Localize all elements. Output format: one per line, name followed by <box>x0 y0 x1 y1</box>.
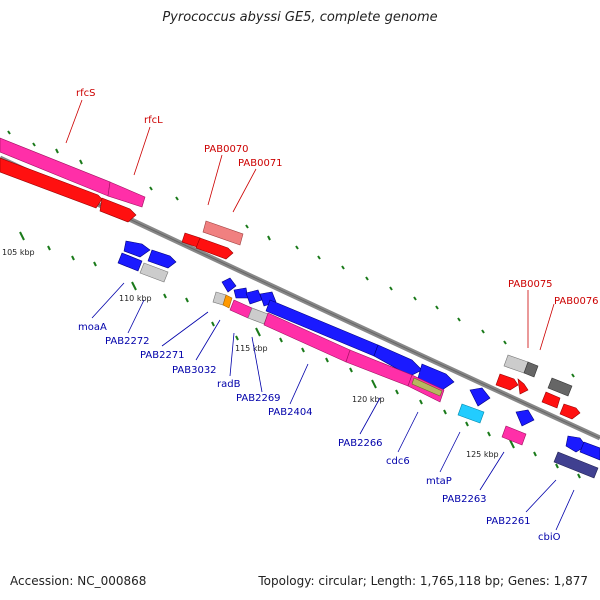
label-PAB2269: PAB2269 <box>236 393 281 404</box>
gene-blue-4[interactable] <box>245 289 263 305</box>
gene-blue-8[interactable] <box>515 409 535 427</box>
gene-gray-dark[interactable] <box>523 361 539 378</box>
gene-blue-2[interactable] <box>147 249 177 269</box>
label-PAB2271: PAB2271 <box>140 350 185 361</box>
kbp-label: 125 kbp <box>466 450 499 459</box>
label-PAB2404: PAB2404 <box>268 407 313 418</box>
accession-text: Accession: NC_000868 <box>10 574 147 588</box>
gene-red-c[interactable] <box>541 391 561 409</box>
gene-top-red-arrow[interactable] <box>99 197 137 223</box>
tick-track-inner <box>19 231 581 479</box>
gene-top-red[interactable] <box>0 157 103 209</box>
label-PAB2266: PAB2266 <box>338 438 383 449</box>
label-PAB2272: PAB2272 <box>105 336 150 347</box>
gene-PAB3032[interactable] <box>222 294 233 309</box>
label-PAB0075: PAB0075 <box>508 279 553 290</box>
gene-red-a[interactable] <box>495 373 519 391</box>
label-mtaP: mtaP <box>426 476 452 487</box>
gene-blue-6[interactable] <box>417 363 455 391</box>
gene-olive[interactable] <box>411 377 443 397</box>
gene-PAB2269[interactable] <box>247 307 269 325</box>
bottom-leader-lines <box>91 282 575 531</box>
label-PAB2263: PAB2263 <box>442 494 487 505</box>
gene-rfcL[interactable] <box>107 181 146 208</box>
tick-track-outer <box>7 130 575 378</box>
kbp-label: 120 kbp <box>352 395 385 404</box>
gene-PAB0076[interactable] <box>547 377 573 397</box>
label-cdc6: cdc6 <box>386 456 410 467</box>
gene-red-d[interactable] <box>559 403 581 420</box>
kbp-label: 115 kbp <box>235 344 268 353</box>
label-moaA: moaA <box>78 322 107 333</box>
gene-blue-1[interactable] <box>123 240 151 258</box>
map-title: Pyrococcus abyssi GE5, complete genome <box>162 10 438 25</box>
label-PAB0076: PAB0076 <box>554 296 599 307</box>
gene-moaA[interactable] <box>117 252 143 272</box>
gene-top-red2[interactable] <box>195 237 234 260</box>
kbp-label: 110 kbp <box>119 294 152 303</box>
gene-blue-long-arrow[interactable] <box>373 344 423 377</box>
gene-PAB0071[interactable] <box>202 220 244 246</box>
label-rfcL: rfcL <box>144 115 163 126</box>
gene-PAB2261[interactable] <box>553 451 599 479</box>
gene-red-b[interactable] <box>517 378 529 395</box>
label-PAB0070: PAB0070 <box>204 144 249 155</box>
label-PAB2261: PAB2261 <box>486 516 531 527</box>
top-leader-lines <box>65 99 555 351</box>
label-radB: radB <box>217 379 241 390</box>
kbp-label: 105 kbp <box>2 248 35 257</box>
gene-blue-10[interactable] <box>579 441 600 461</box>
gene-PAB2263[interactable] <box>501 425 527 446</box>
label-PAB3032: PAB3032 <box>172 365 217 376</box>
gene-small-blue[interactable] <box>221 277 237 293</box>
label-PAB0071: PAB0071 <box>238 158 283 169</box>
gene-PAB0075[interactable] <box>503 354 529 374</box>
label-cbiO: cbiO <box>538 532 561 543</box>
topology-text: Topology: circular; Length: 1,765,118 bp… <box>258 574 588 588</box>
gene-radB[interactable] <box>229 299 253 319</box>
gene-blue-7[interactable] <box>469 387 491 407</box>
gene-PAB2272[interactable] <box>139 262 169 283</box>
label-rfcS: rfcS <box>76 88 95 99</box>
gene-mtaP[interactable] <box>457 403 485 424</box>
